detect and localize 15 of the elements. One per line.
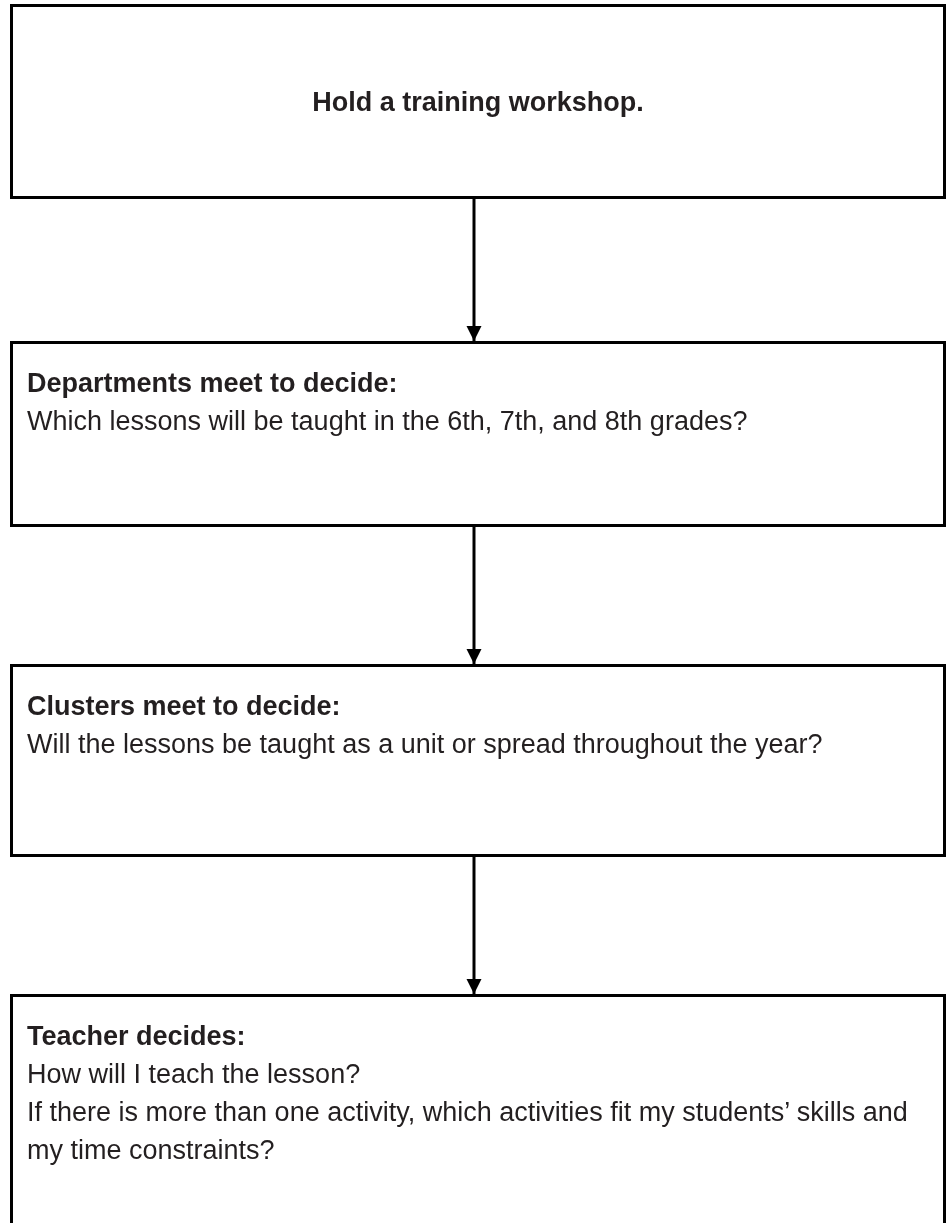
box-heading: Clusters meet to decide: [27,690,342,723]
arrow [466,199,482,341]
box-text: Hold a training workshop. [312,85,644,119]
arrow [466,527,482,664]
box-heading: Departments meet to decide: [27,367,399,400]
box-text: How will I teach the lesson? [27,1058,362,1091]
process-box [10,994,946,1223]
process-box [10,341,946,527]
box-text: Will the lessons be taught as a unit or spread throughout the year? [27,728,824,761]
arrow [466,857,482,994]
process-box [10,4,946,199]
box-text: Which lessons will be taught in the 6th, 7th, and 8th grades? [27,405,749,438]
box-heading: Teacher decides: [27,1020,247,1053]
box-text: If there is more than one activity, which activities fit my students’ skills and my time constraints? [27,1096,909,1167]
process-box [10,664,946,857]
